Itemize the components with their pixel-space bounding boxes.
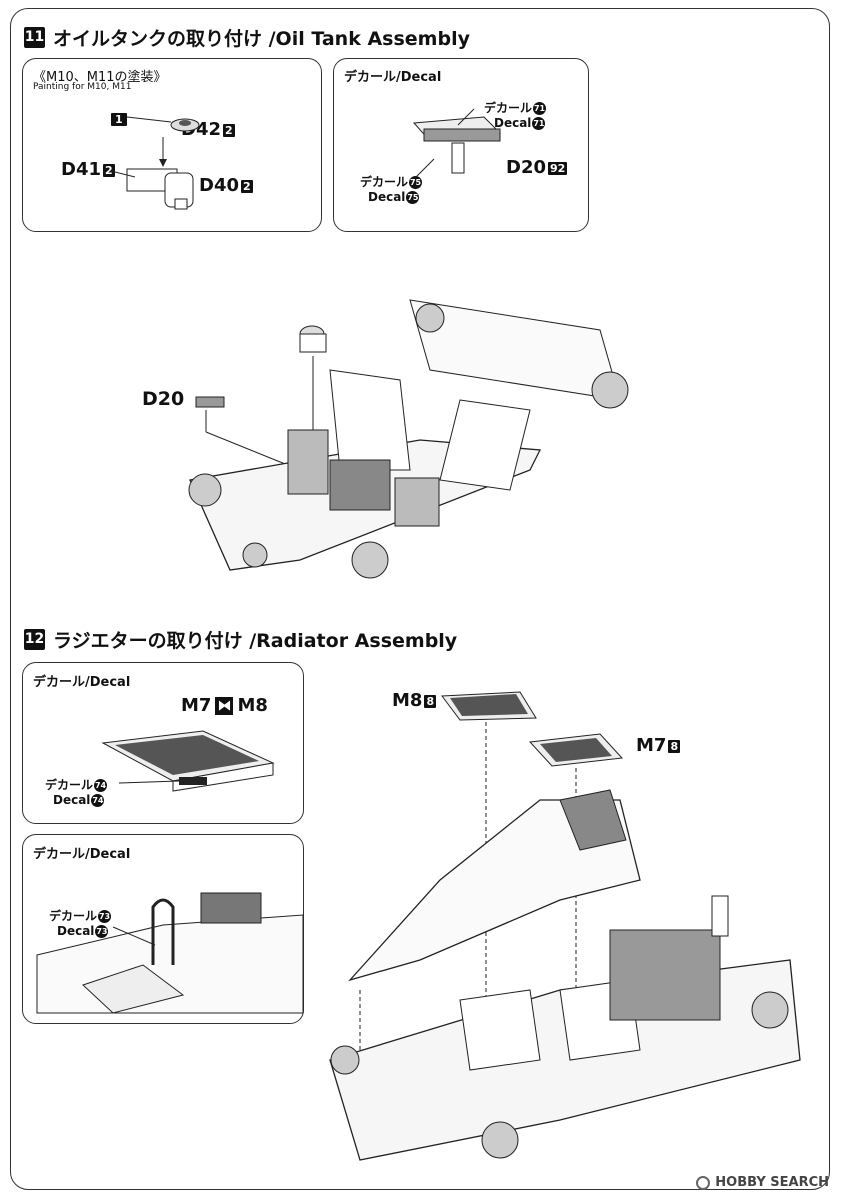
watermark-text: HOBBY SEARCH — [715, 1175, 829, 1190]
painting-subheading: Painting for M10, M11 — [33, 82, 132, 92]
step12-title: 12 ラジエターの取り付け /Radiator Assembly — [24, 626, 457, 653]
painting-box: 《M10、M11の塗装》 Painting for M10, M11 1 D42… — [22, 58, 322, 232]
decal-heading: デカール/Decal — [344, 70, 442, 85]
hobby-search-logo-icon — [696, 1175, 711, 1190]
step12-title-text: ラジエターの取り付け /Radiator Assembly — [53, 630, 458, 652]
step11-title: 11 オイルタンクの取り付け /Oil Tank Assembly — [24, 24, 470, 51]
mirror-icon: ⧓ — [215, 696, 234, 715]
step11-number: 11 — [24, 27, 45, 48]
step12-number: 12 — [24, 629, 45, 650]
m7-m8-label: M7 ⧓ M8 — [181, 695, 268, 716]
watermark: HOBBY SEARCH — [696, 1175, 829, 1190]
decal-box-2-heading: デカール/Decal — [33, 847, 131, 862]
page-frame — [10, 8, 830, 1190]
main-label-d20: D20 — [142, 388, 185, 410]
step11-title-text: オイルタンクの取り付け /Oil Tank Assembly — [53, 28, 470, 50]
d20-part-drawing — [412, 108, 502, 178]
oil-tank-parts-drawing — [110, 116, 200, 210]
cockpit-decal-drawing — [36, 892, 304, 1014]
part-marker: 1 — [109, 109, 127, 128]
radiator-decal-drawing — [101, 730, 275, 792]
painting-heading: 《M10、M11の塗装》 — [33, 70, 167, 85]
decal-box-1-heading: デカール/Decal — [33, 675, 131, 690]
